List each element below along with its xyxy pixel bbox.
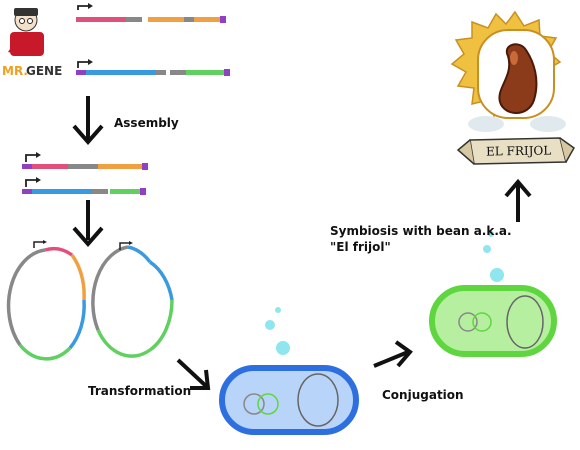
down-arrow-icon	[72, 200, 104, 248]
plasmid-1	[6, 240, 86, 361]
label-symbiosis-line2: "El frijol"	[330, 240, 391, 254]
label-conjugation: Conjugation	[382, 388, 464, 402]
el-frijol-badge	[450, 10, 575, 165]
assembled-construct-2	[22, 177, 146, 195]
ecoli-cell	[219, 365, 359, 435]
up-arrow-icon	[504, 178, 532, 222]
assembled-construct-1	[22, 152, 148, 170]
conjugation-arrow-icon	[373, 340, 413, 368]
mr-gene-logo-icon	[8, 8, 44, 56]
logo-text-gene: GENE	[26, 64, 63, 78]
rhizobium-cell	[429, 285, 557, 357]
gene-construct-2	[76, 59, 230, 76]
bubbles-icon	[483, 231, 504, 282]
label-transformation: Transformation	[88, 384, 192, 398]
plasmid-2	[91, 241, 174, 358]
bubbles-icon	[265, 307, 290, 355]
logo-text-mr: MR.	[2, 64, 28, 78]
transformation-arrow-icon	[176, 358, 211, 390]
label-symbiosis-line1: Symbiosis with bean a.k.a.	[330, 224, 512, 238]
badge-banner-text: EL FRIJOL	[485, 143, 552, 159]
label-assembly: Assembly	[114, 116, 179, 130]
gene-construct-1	[76, 3, 226, 23]
down-arrow-icon	[72, 96, 104, 146]
